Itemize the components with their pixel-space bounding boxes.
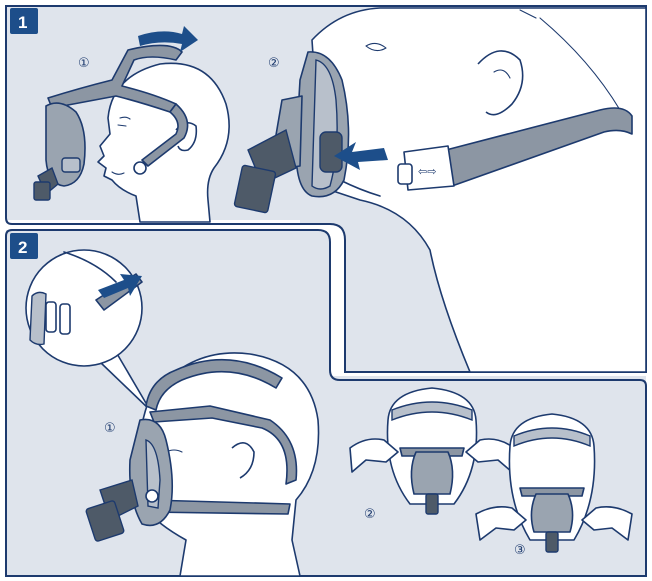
step-2-badge-label: 2 bbox=[18, 238, 27, 257]
step-2-sub-label-1: ① bbox=[104, 421, 116, 436]
step-1-badge-label: 1 bbox=[18, 13, 27, 32]
step-2-sub-label-3: ③ bbox=[514, 543, 526, 558]
step-1-sub-label-1: ① bbox=[78, 56, 90, 71]
clip-direction-arrows: ⇦⇨ bbox=[418, 165, 436, 178]
step-2-sub-label-2: ② bbox=[364, 507, 376, 522]
step-1-sub-label-2: ② bbox=[268, 56, 280, 71]
headgear-clip bbox=[320, 132, 342, 172]
